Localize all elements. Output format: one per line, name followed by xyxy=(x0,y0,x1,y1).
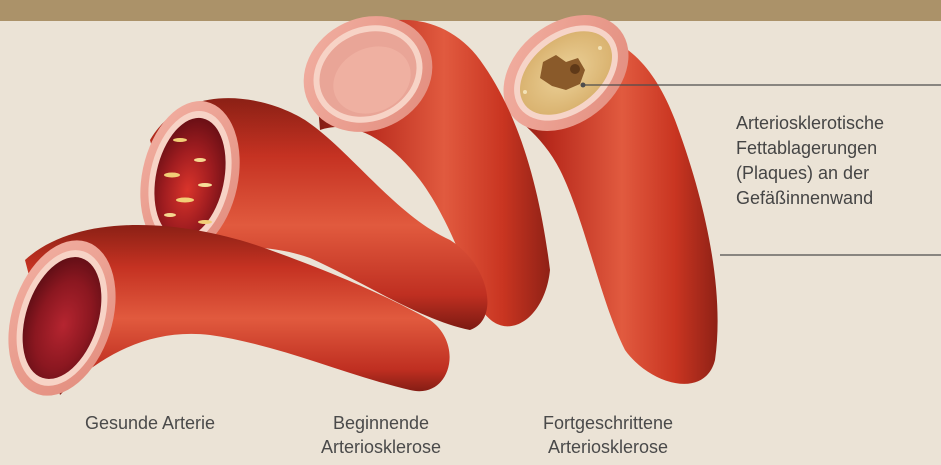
callout-line: Arteriosklerotische xyxy=(736,111,936,136)
caption-early-arteriosclerosis: Beginnende Arteriosklerose xyxy=(281,411,481,459)
caption-healthy-artery: Gesunde Arterie xyxy=(50,411,250,435)
caption-line: Beginnende xyxy=(281,411,481,435)
caption-line: Gesunde Arterie xyxy=(50,411,250,435)
plaque-callout: Arteriosklerotische Fettablagerungen (Pl… xyxy=(736,111,936,211)
caption-line: Fortgeschrittene xyxy=(508,411,708,435)
caption-advanced-arteriosclerosis: Fortgeschrittene Arteriosklerose xyxy=(508,411,708,459)
callout-line: (Plaques) an der xyxy=(736,161,936,186)
caption-line: Arteriosklerose xyxy=(508,435,708,459)
callout-line: Fettablagerungen xyxy=(736,136,936,161)
callout-line: Gefäßinnenwand xyxy=(736,186,936,211)
caption-line: Arteriosklerose xyxy=(281,435,481,459)
